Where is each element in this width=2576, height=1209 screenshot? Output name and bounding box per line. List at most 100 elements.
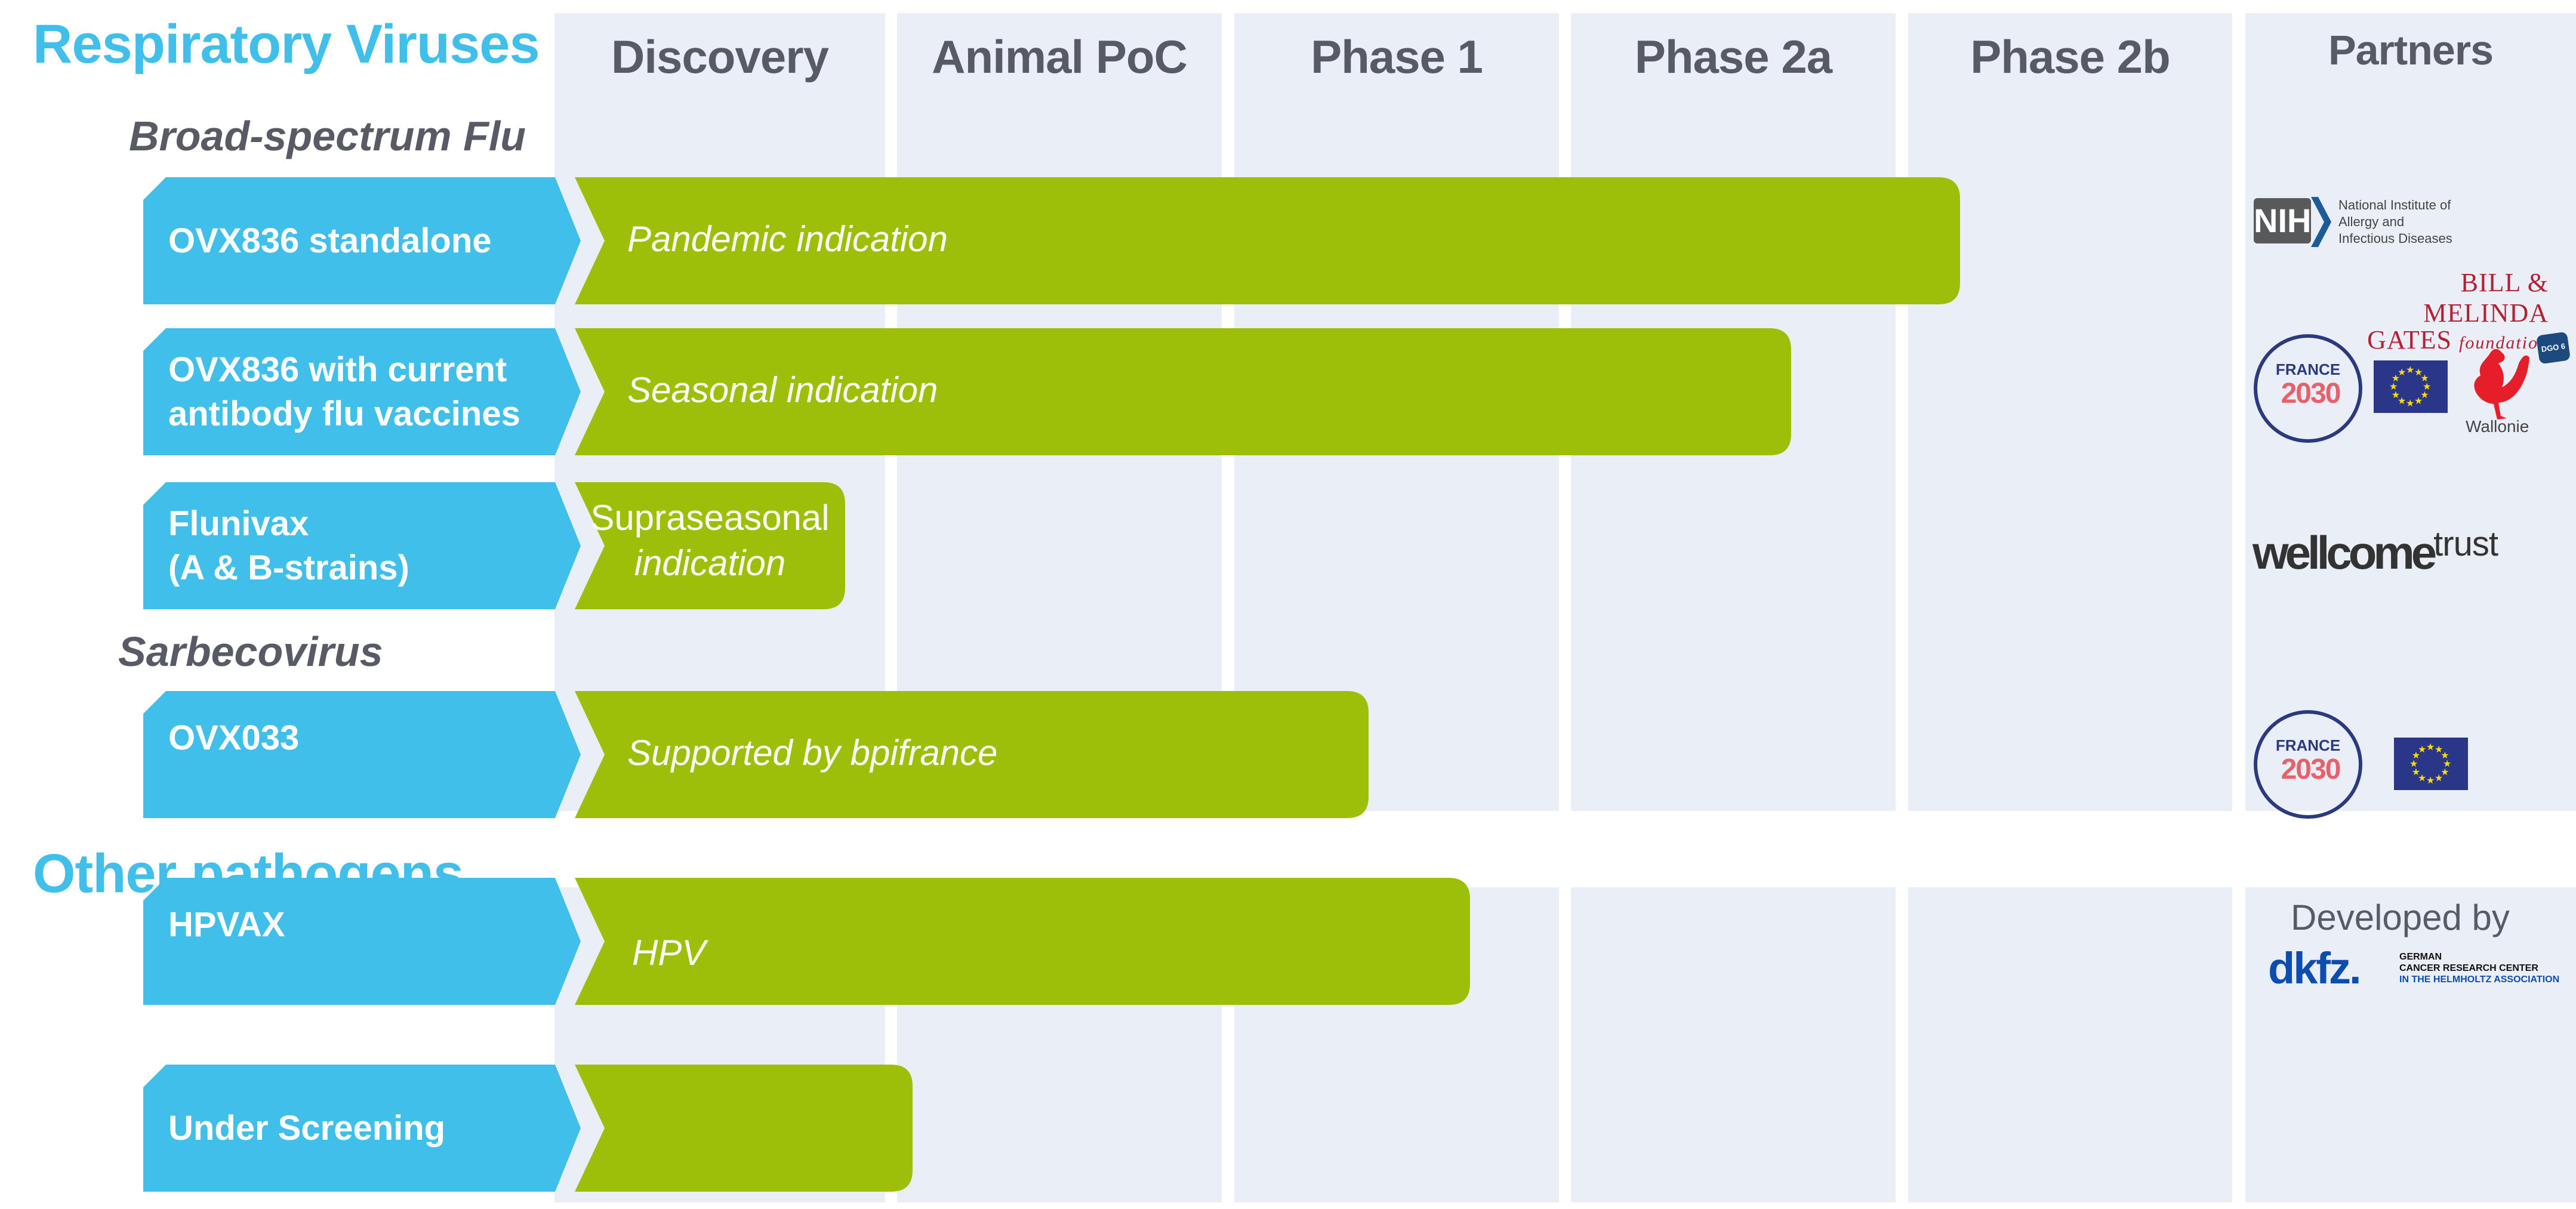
program-name-line: HPVAX (168, 905, 285, 944)
progress-bar-shape (575, 691, 1369, 818)
eu-star-icon: ★ (2423, 381, 2432, 392)
eu-star-icon: ★ (2418, 772, 2427, 784)
indication-label: Supraseasonal indication (575, 495, 845, 586)
column-header-discovery: Discovery (611, 30, 829, 83)
program-name-line: OVX836 with current (168, 350, 507, 389)
dkfz-line2: CANCER RESEARCH CENTER (2399, 963, 2538, 973)
france-2030-logo-2: FRANCE 2030 (2254, 710, 2364, 821)
rooster-icon (2474, 348, 2529, 420)
france-2030-year: 2030 (2281, 754, 2341, 785)
column-header-phase-2b: Phase 2b (1970, 30, 2171, 83)
program-name-line: OVX836 standalone (168, 221, 492, 260)
program-label: Under Screening (143, 1065, 581, 1192)
program-name-line: (A & B-strains) (168, 548, 409, 587)
program-name: OVX033 (168, 716, 299, 760)
indication-line: HPV (632, 932, 706, 973)
gates-foundation-word: foundation (2458, 333, 2549, 353)
indication-line: Seasonal indication (627, 369, 938, 410)
wellcome-trust-logo: wellcometrust (2253, 524, 2498, 580)
wellcome-word: wellcome (2253, 526, 2437, 579)
program-label: OVX836 standalone (143, 177, 581, 304)
group-title-broad-spectrum-flu: Broad-spectrum Flu (129, 113, 526, 159)
nih-niaid-logo: NIH National Institute of Allergy and In… (2254, 197, 2469, 251)
label-arrow-shape (143, 878, 581, 1005)
progress-bar-shape (575, 878, 1470, 1005)
label-arrow-shape (143, 482, 581, 609)
eu-star-icon: ★ (2418, 743, 2427, 755)
label-arrow-shape (143, 177, 581, 304)
dgo6-badge: DGO 6 (2535, 331, 2571, 365)
progress-bar: Supraseasonal indication (575, 482, 845, 609)
developed-by-label: Developed by (2291, 898, 2510, 937)
column-header-animal-poc: Animal PoC (932, 30, 1188, 83)
program-name: OVX836 standalone (168, 219, 492, 263)
column-phase-2b: Phase 2b (1908, 13, 2232, 811)
dkfz-subtitle: GERMAN CANCER RESEARCH CENTER IN THE HEL… (2399, 951, 2559, 985)
section-title-respiratory-viruses: Respiratory Viruses (33, 14, 540, 75)
progress-bar-shape (575, 482, 845, 609)
indication-label: Seasonal indication (627, 369, 938, 411)
column-header-phase-1: Phase 1 (1311, 30, 1483, 83)
eu-flag-icon-2: ★★★★★★★★★★★★ (2394, 738, 2468, 790)
wallonie-logo: DGO 6 Wallonie (2459, 331, 2576, 439)
program-label: HPVAX (143, 878, 581, 1005)
program-label: Flunivax(A & B-strains) (143, 482, 581, 609)
eu-star-icon: ★ (2411, 750, 2421, 761)
eu-star-icon: ★ (2414, 395, 2423, 407)
trust-word: trust (2433, 525, 2498, 563)
eu-star-icon: ★ (2441, 766, 2449, 778)
france-2030-top: FRANCE (2275, 360, 2341, 378)
eu-star-icon: ★ (2391, 372, 2401, 384)
program-name: Flunivax(A & B-strains) (168, 502, 409, 590)
france-2030-logo: FRANCE 2030 (2254, 334, 2364, 445)
eu-star-icon: ★ (2398, 366, 2406, 378)
eu-star-icon: ★ (2411, 766, 2421, 778)
indication-line: Supraseasonal (590, 498, 830, 538)
gates-line1: BILL & MELINDA (2423, 268, 2549, 328)
program-name-line: OVX033 (168, 718, 300, 757)
program-label: OVX033 (143, 691, 581, 818)
eu-star-icon: ★ (2435, 743, 2443, 755)
nih-abbr: NIH (2254, 198, 2311, 243)
indication-label: HPV (632, 932, 705, 973)
indication-label: Supported by bpifrance (627, 732, 997, 773)
eu-star-icon: ★ (2426, 775, 2435, 786)
indication-line: Supported by bpifrance (627, 732, 998, 773)
progress-bar-shape (575, 177, 1960, 304)
progress-bar-shape (575, 1065, 913, 1192)
eu-flag-icon: ★★★★★★★★★★★★ (2374, 360, 2448, 413)
indication-line: Pandemic indication (627, 218, 948, 259)
program-label: OVX836 with current antibody flu vaccines (143, 328, 581, 455)
column-phase-2a-lower (1571, 887, 1896, 1202)
progress-bar: Pandemic indication (575, 177, 1960, 304)
eu-star-icon: ★ (2426, 741, 2435, 752)
gates-foundation-logo: BILL & MELINDA GATES foundation (2340, 267, 2549, 355)
dkfz-line1: GERMAN (2399, 952, 2442, 962)
indication-label: Pandemic indication (627, 218, 948, 260)
program-name: Under Screening (168, 1106, 445, 1151)
progress-bar: Supported by bpifrance (575, 691, 1369, 818)
dkfz-line3: IN THE HELMHOLTZ ASSOCIATION (2399, 974, 2560, 985)
program-name-line: Under Screening (168, 1108, 446, 1148)
eu-star-icon: ★ (2406, 364, 2415, 375)
eu-star-icon: ★ (2435, 772, 2443, 784)
france-2030-top: FRANCE (2275, 736, 2341, 754)
program-name: OVX836 with current antibody flu vaccines (168, 348, 520, 436)
program-name-line: antibody flu vaccines (168, 394, 520, 433)
eu-star-icon: ★ (2398, 395, 2406, 407)
nih-chevron-icon (2311, 197, 2331, 247)
eu-star-icon: ★ (2409, 758, 2418, 769)
column-partners-lower (2245, 887, 2576, 1202)
progress-bar: HPV (575, 878, 1470, 1005)
eu-star-icon: ★ (2391, 389, 2401, 400)
eu-star-icon: ★ (2389, 381, 2398, 392)
indication-line: indication (634, 543, 786, 583)
eu-star-icon: ★ (2420, 389, 2429, 400)
eu-star-icon: ★ (2420, 372, 2429, 384)
france-2030-ring (2254, 710, 2362, 819)
eu-star-icon: ★ (2441, 750, 2449, 761)
progress-bar (575, 1065, 913, 1192)
label-arrow-shape (143, 328, 581, 455)
label-arrow-shape (143, 691, 581, 818)
dkfz-mark: dkfz. (2268, 943, 2362, 993)
